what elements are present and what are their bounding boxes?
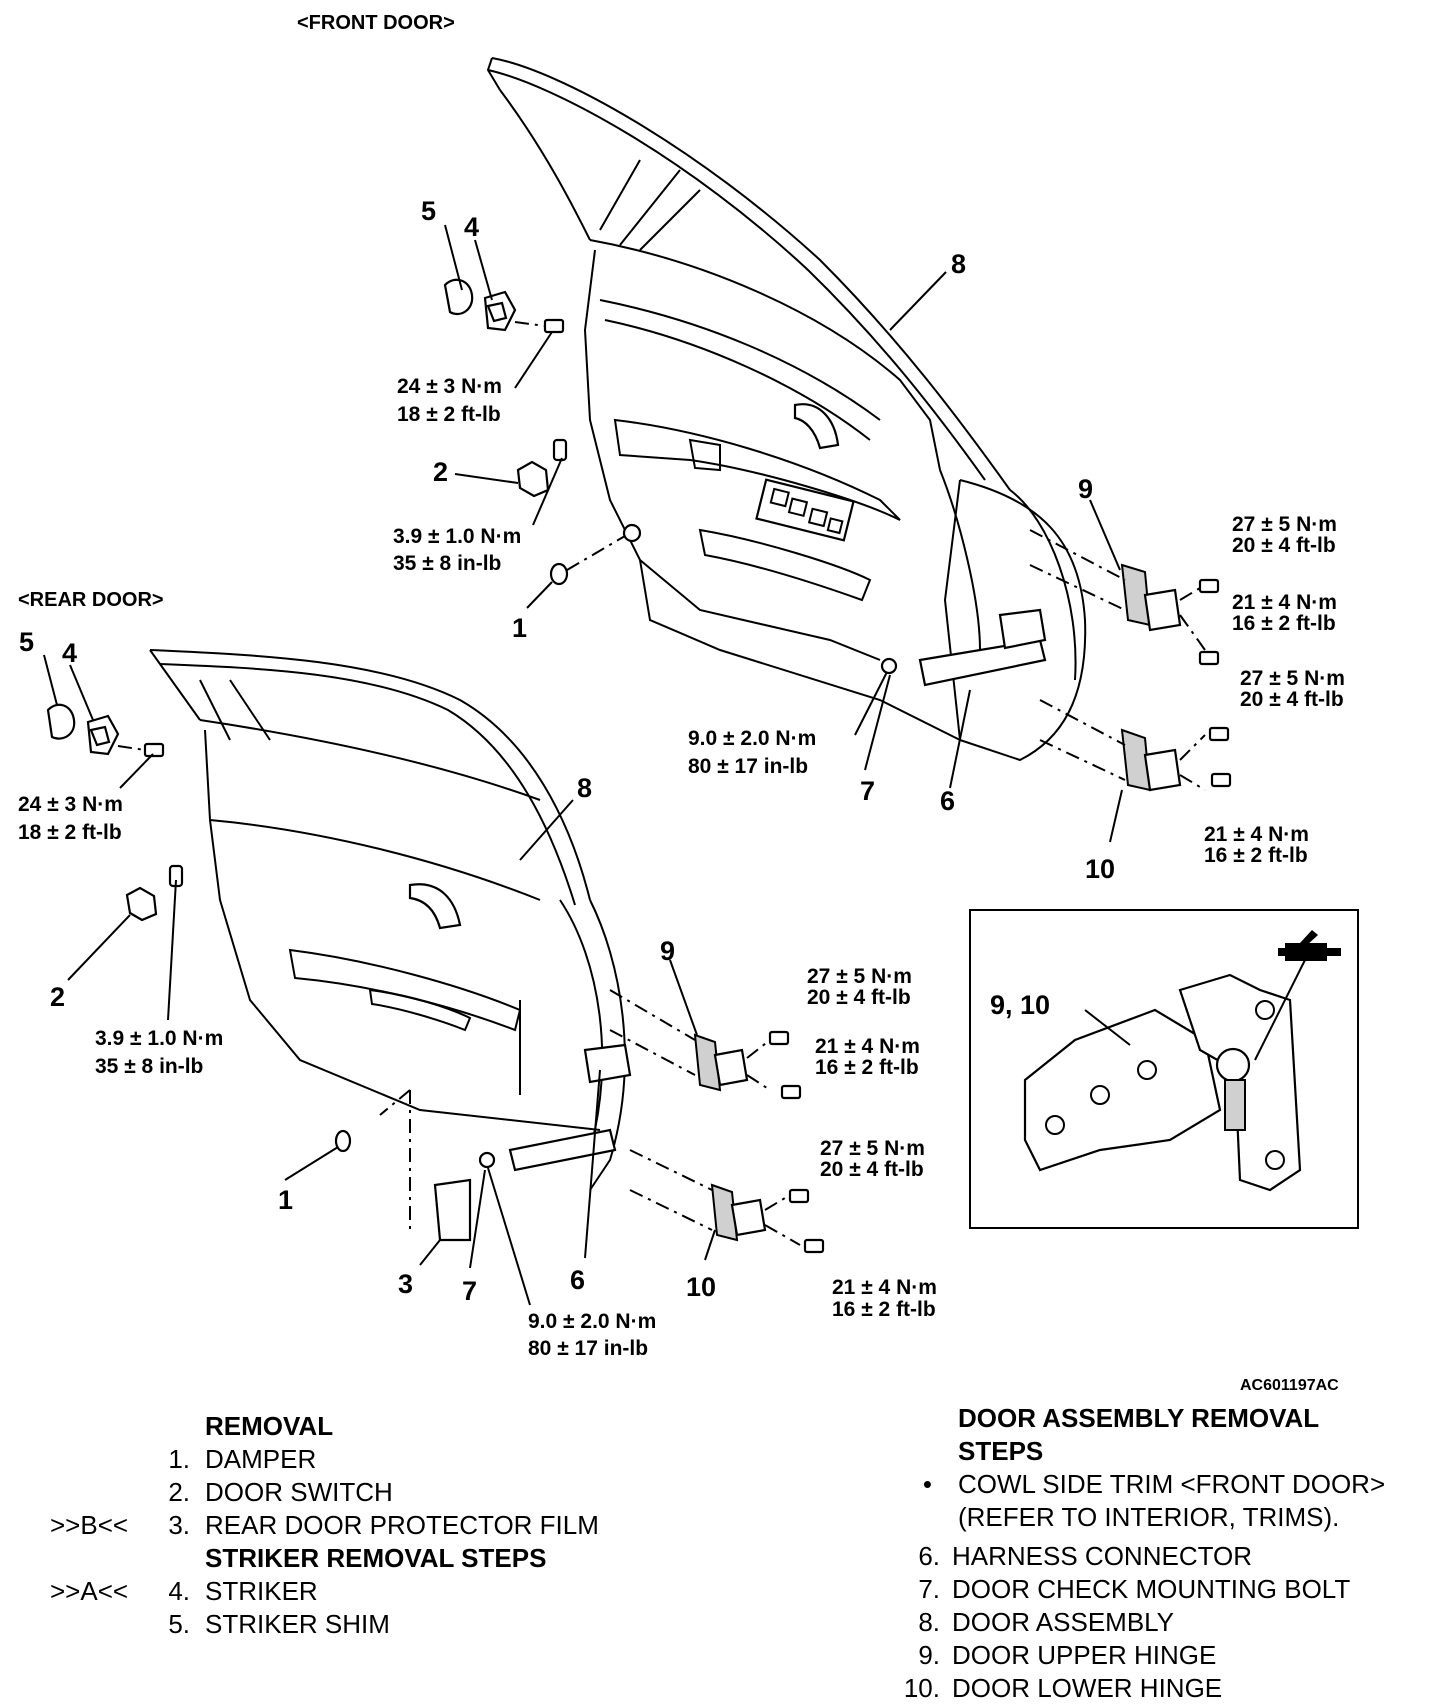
rear-lower-hinge [629,1149,825,1254]
callout-2-front: 2 [433,457,448,487]
rear-door-label: <REAR DOOR> [18,589,164,611]
torque-upper-b-nm-rear: 21 ± 4 N·m [815,1035,920,1058]
torque-upper-a-nm-rear: 27 ± 5 N·m [807,965,912,988]
torque-lower-b-nm-front: 21 ± 4 N·m [1204,823,1309,846]
torque-lower-a-nm-front: 27 ± 5 N·m [1240,667,1345,690]
list-item: (REFER TO INTERIOR, TRIMS). [958,1502,1340,1532]
callout-7-front: 7 [860,776,875,806]
list-item: 5. STRIKER SHIM [168,1609,390,1639]
callout-1-rear: 1 [278,1185,293,1215]
torque-upper-b-ft-rear: 16 ± 2 ft-lb [815,1056,919,1079]
list-item: 1. DAMPER [168,1444,317,1474]
callout-7-rear: 7 [462,1276,477,1306]
list-item: 9. DOOR UPPER HINGE [918,1640,1217,1670]
diagram-labels: <FRONT DOOR> <REAR DOOR> 5 4 8 2 1 9 7 6… [18,12,1345,1394]
callout-4-front: 4 [464,212,479,242]
callout-3-rear: 3 [398,1269,413,1299]
torque-check-nm-front: 9.0 ± 2.0 N·m [688,727,816,750]
door-assembly-heading-2: STEPS [958,1436,1044,1466]
torque-check-nm-rear: 9.0 ± 2.0 N·m [528,1310,656,1333]
bullet-icon: • [922,1469,932,1499]
hinge-detail-inset [969,909,1359,1229]
callout-9-front: 9 [1078,474,1093,504]
list-item: >>A<< 4. STRIKER [50,1576,318,1606]
leader-lines [43,224,1123,1306]
torque-lower-a-ft-front: 20 ± 4 ft-lb [1240,688,1344,711]
callout-10-rear: 10 [686,1272,716,1302]
torque-switch-nm-rear: 3.9 ± 1.0 N·m [95,1027,223,1050]
door-assembly-heading-1: DOOR ASSEMBLY REMOVAL [958,1403,1320,1433]
grease-icon [1278,930,1341,961]
callout-5-front: 5 [421,196,436,226]
torque-striker-nm-front: 24 ± 3 N·m [397,375,502,398]
torque-upper-a-ft-rear: 20 ± 4 ft-lb [807,986,911,1009]
door-assembly-legend: DOOR ASSEMBLY REMOVAL STEPS • COWL SIDE … [900,1402,1420,1705]
removal-legend: REMOVAL 1. DAMPER 2. DOOR SWITCH >>B<< 3… [50,1410,690,1641]
torque-upper-b-ft-front: 16 ± 2 ft-lb [1232,612,1336,635]
torque-upper-a-ft-front: 20 ± 4 ft-lb [1232,534,1336,557]
front-door-label: <FRONT DOOR> [297,12,455,34]
front-upper-hinge [1029,529,1220,666]
torque-switch-in-rear: 35 ± 8 in-lb [95,1055,203,1078]
front-lower-hinge [1039,699,1232,792]
inset-label: 9, 10 [990,990,1050,1020]
torque-lower-b-ft-front: 16 ± 2 ft-lb [1204,844,1308,867]
callout-8-front: 8 [951,249,966,279]
rear-upper-hinge [609,989,802,1100]
torque-switch-nm-front: 3.9 ± 1.0 N·m [393,525,521,548]
callout-6-front: 6 [940,786,955,816]
torque-lower-b-nm-rear: 21 ± 4 N·m [832,1276,937,1299]
torque-check-in-front: 80 ± 17 in-lb [688,755,808,778]
torque-striker-nm-rear: 24 ± 3 N·m [18,793,123,816]
removal-heading: REMOVAL [205,1411,334,1441]
torque-switch-in-front: 35 ± 8 in-lb [393,552,501,575]
torque-check-in-rear: 80 ± 17 in-lb [528,1337,648,1360]
torque-lower-a-nm-rear: 27 ± 5 N·m [820,1137,925,1160]
torque-upper-a-nm-front: 27 ± 5 N·m [1232,513,1337,536]
torque-lower-b-ft-rear: 16 ± 2 ft-lb [832,1298,936,1321]
torque-striker-ft-front: 18 ± 2 ft-lb [397,403,501,426]
callout-8-rear: 8 [577,773,592,803]
list-item: >>B<< 3. REAR DOOR PROTECTOR FILM [50,1510,599,1540]
callout-6-rear: 6 [570,1265,585,1295]
striker-heading: STRIKER REMOVAL STEPS [205,1543,547,1573]
list-item: 8. DOOR ASSEMBLY [918,1607,1175,1637]
front-door-illustration [443,57,1232,792]
torque-lower-a-ft-rear: 20 ± 4 ft-lb [820,1158,924,1181]
callout-5-rear: 5 [19,627,34,657]
list-item: • COWL SIDE TRIM <FRONT DOOR> [900,1468,1420,1501]
callout-2-rear: 2 [50,982,65,1012]
list-item: 7. DOOR CHECK MOUNTING BOLT [918,1574,1351,1604]
list-item: 10. DOOR LOWER HINGE [903,1673,1223,1703]
torque-striker-ft-rear: 18 ± 2 ft-lb [18,821,122,844]
list-item: 6. HARNESS CONNECTOR [918,1541,1253,1571]
figure-code: AC601197AC [1240,1377,1339,1394]
list-item: 2. DOOR SWITCH [168,1477,393,1507]
torque-upper-b-nm-front: 21 ± 4 N·m [1232,591,1337,614]
rear-door-illustration [46,649,825,1254]
callout-10-front: 10 [1085,854,1115,884]
callout-4-rear: 4 [62,638,77,668]
callout-9-rear: 9 [660,936,675,966]
callout-1-front: 1 [512,613,527,643]
